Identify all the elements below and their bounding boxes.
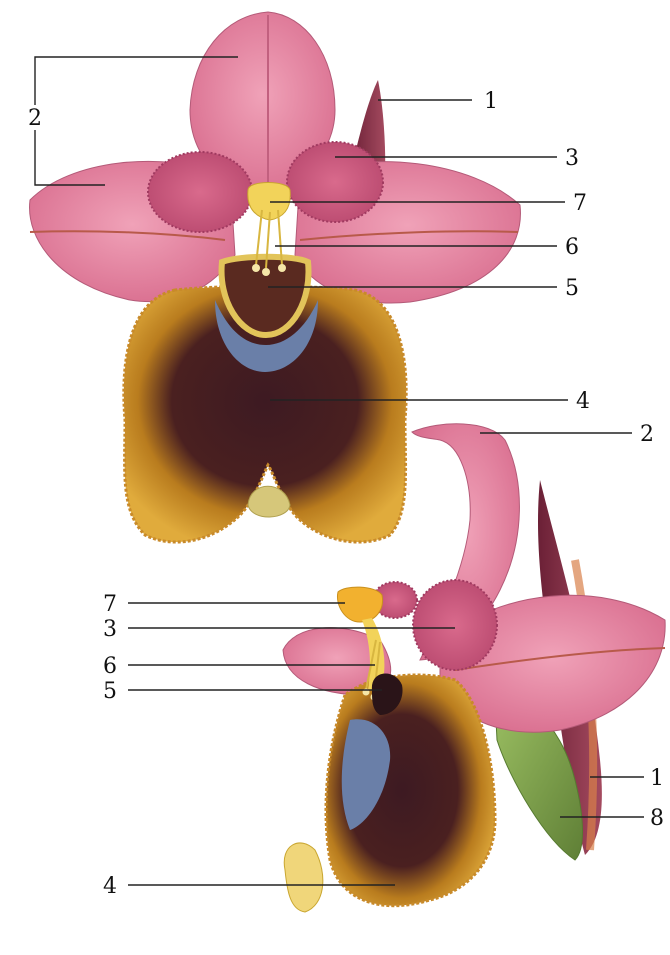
side-label-4: 4 — [103, 874, 117, 899]
front-label-4: 4 — [576, 389, 590, 414]
side-hairy-petal — [413, 580, 497, 670]
side-label-7: 7 — [103, 592, 117, 617]
front-left-hairy-petal — [148, 152, 252, 232]
side-label-8: 8 — [650, 806, 664, 831]
front-label-2: 2 — [28, 106, 42, 131]
side-label-6: 6 — [103, 654, 117, 679]
front-label-1: 1 — [484, 89, 498, 114]
side-label-2: 2 — [640, 422, 654, 447]
side-label-5: 5 — [103, 679, 117, 704]
front-view-flower — [30, 12, 521, 542]
side-column — [337, 587, 382, 622]
side-label-1: 1 — [650, 766, 664, 791]
side-label-3: 3 — [103, 617, 117, 642]
front-label-3: 3 — [565, 146, 579, 171]
front-label-7: 7 — [573, 191, 587, 216]
front-right-hairy-petal — [287, 142, 383, 222]
front-label-5: 5 — [565, 276, 579, 301]
front-label-6: 6 — [565, 235, 579, 260]
